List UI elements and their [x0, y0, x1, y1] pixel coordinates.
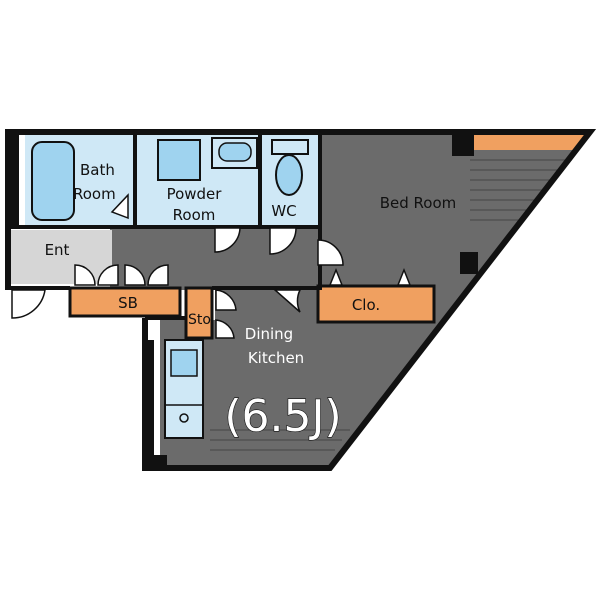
- shoe-box: [68, 286, 182, 318]
- dining-kitchen-size: (6.5J): [224, 391, 341, 442]
- wc-label: WC: [271, 202, 296, 220]
- shoe-box-label: SB: [118, 294, 138, 312]
- storage-closet: [184, 286, 214, 340]
- bathtub-icon: [31, 141, 75, 221]
- bed-room-label: Bed Room: [380, 194, 457, 212]
- balcony: [470, 135, 590, 150]
- stove-burner-icon: [179, 413, 189, 423]
- closet-label: Clo.: [352, 296, 380, 314]
- entrance-label: Ent: [45, 241, 70, 259]
- kitchen-window-hatching: [210, 429, 350, 451]
- column: [460, 252, 478, 274]
- toilet-tank-icon: [271, 139, 309, 155]
- column: [452, 134, 474, 156]
- entrance-floor: [10, 230, 112, 284]
- sink-bowl-icon: [218, 142, 252, 162]
- bed-room-closet: [316, 284, 436, 324]
- washbasin-icon: [157, 139, 201, 181]
- storage-label: Sto: [188, 312, 211, 328]
- balcony-hatching: [470, 159, 572, 221]
- kitchen-sink-icon: [170, 349, 198, 377]
- door-swings: [11, 193, 412, 339]
- walls: [5, 129, 597, 471]
- toilet-bowl-icon: [275, 154, 303, 196]
- column: [145, 455, 167, 469]
